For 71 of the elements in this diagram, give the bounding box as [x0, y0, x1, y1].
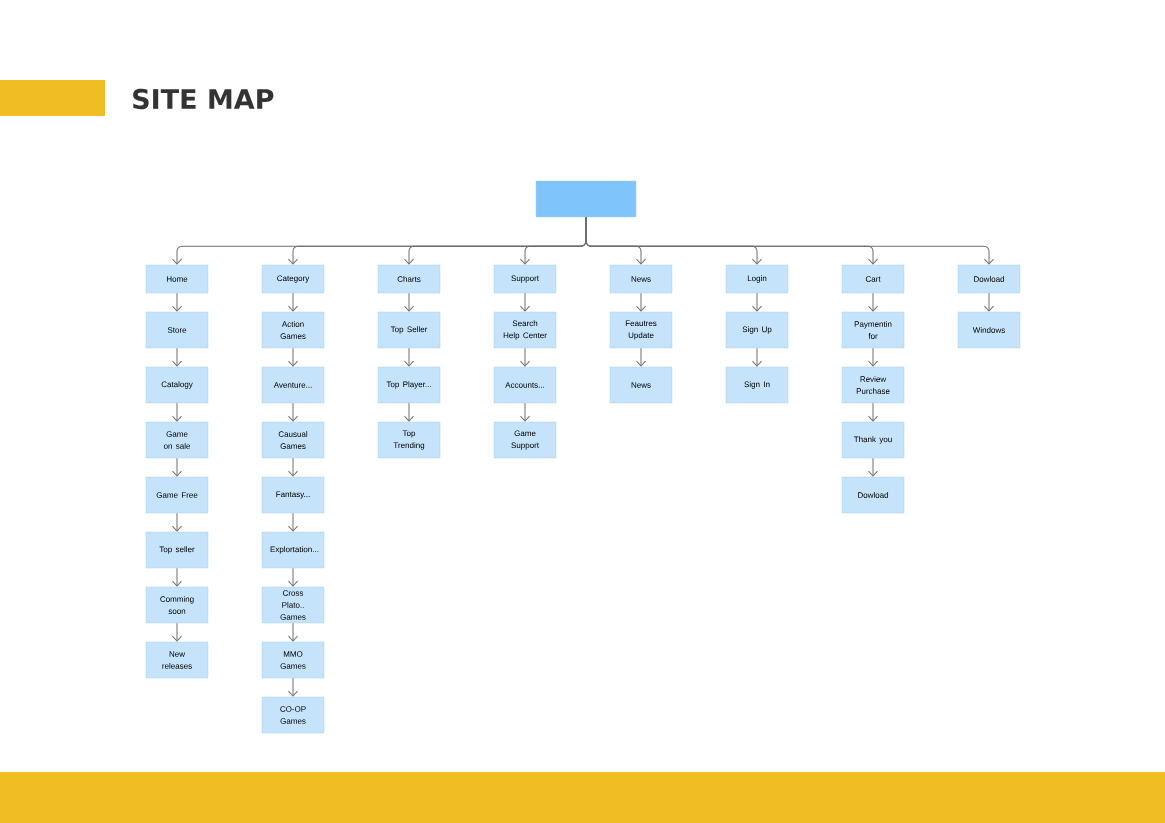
page-box: Explortation... — [261, 531, 325, 569]
arrow — [172, 512, 182, 532]
page-box: Top Seller — [377, 311, 441, 349]
page-box: Comming soon — [145, 586, 209, 624]
page-box: CO-OP Games — [261, 696, 325, 734]
arrow — [868, 347, 878, 367]
page-box: Paymentin for — [841, 311, 905, 349]
arrow — [868, 457, 878, 477]
arrow — [288, 457, 298, 477]
arrow — [288, 567, 298, 587]
page-box: Game on sale — [145, 421, 209, 459]
arrow — [288, 677, 298, 697]
arrow — [404, 292, 414, 312]
arrow — [520, 347, 530, 367]
page-box: Category — [261, 264, 325, 294]
arrow — [984, 292, 994, 312]
arrow — [288, 292, 298, 312]
page-box: Thank you — [841, 421, 905, 459]
page-box: Top seller — [145, 531, 209, 569]
page-box: Dowload — [841, 476, 905, 514]
page-box: News — [609, 366, 673, 404]
page-box: Accounts... — [493, 366, 557, 404]
page-box: Feautres Update — [609, 311, 673, 349]
page-box: Store — [145, 311, 209, 349]
page-box: Top Player... — [377, 366, 441, 404]
page-box: Game Free — [145, 476, 209, 514]
page-box: MMO Games — [261, 641, 325, 679]
arrow — [404, 402, 414, 422]
arrow — [752, 347, 762, 367]
page-box: Catalogy — [145, 366, 209, 404]
page-box: Action Games — [261, 311, 325, 349]
arrow — [585, 216, 994, 265]
arrow — [172, 622, 182, 642]
arrow — [752, 292, 762, 312]
page-box: Review Purchase — [841, 366, 905, 404]
arrow — [288, 402, 298, 422]
page-box: Causual Games — [261, 421, 325, 459]
arrow — [520, 292, 530, 312]
page-box: Login — [725, 264, 789, 294]
arrow — [520, 402, 530, 422]
page-title: SITE MAP — [133, 88, 274, 110]
arrow — [172, 347, 182, 367]
arrow — [172, 292, 182, 312]
arrow — [868, 402, 878, 422]
page-box: Top Trending — [377, 421, 441, 459]
arrow — [288, 512, 298, 532]
page-box: Fantasy... — [261, 476, 325, 514]
arrow — [288, 622, 298, 642]
page-box: Windows — [957, 311, 1021, 349]
arrow — [868, 292, 878, 312]
arrow — [636, 292, 646, 312]
page-box: Aventure... — [261, 366, 325, 404]
page-box: Sign In — [725, 366, 789, 404]
arrow — [288, 347, 298, 367]
page-box: Dowload — [957, 264, 1021, 294]
page-box: Charts — [377, 264, 441, 294]
arrow — [172, 402, 182, 422]
arrow — [172, 457, 182, 477]
page-box: Home — [145, 264, 209, 294]
page-box: Support — [493, 264, 557, 294]
arrow — [404, 347, 414, 367]
page-box: Cart — [841, 264, 905, 294]
page-box: Sign Up — [725, 311, 789, 349]
arrow — [636, 347, 646, 367]
arrow — [172, 567, 182, 587]
page-box: Search Help Center — [493, 311, 557, 349]
page-box: News — [609, 264, 673, 294]
root-box — [535, 180, 637, 218]
page-box: Cross Plato.. Games — [261, 586, 325, 624]
page-box: Game Support — [493, 421, 557, 459]
page-box: New releases — [145, 641, 209, 679]
